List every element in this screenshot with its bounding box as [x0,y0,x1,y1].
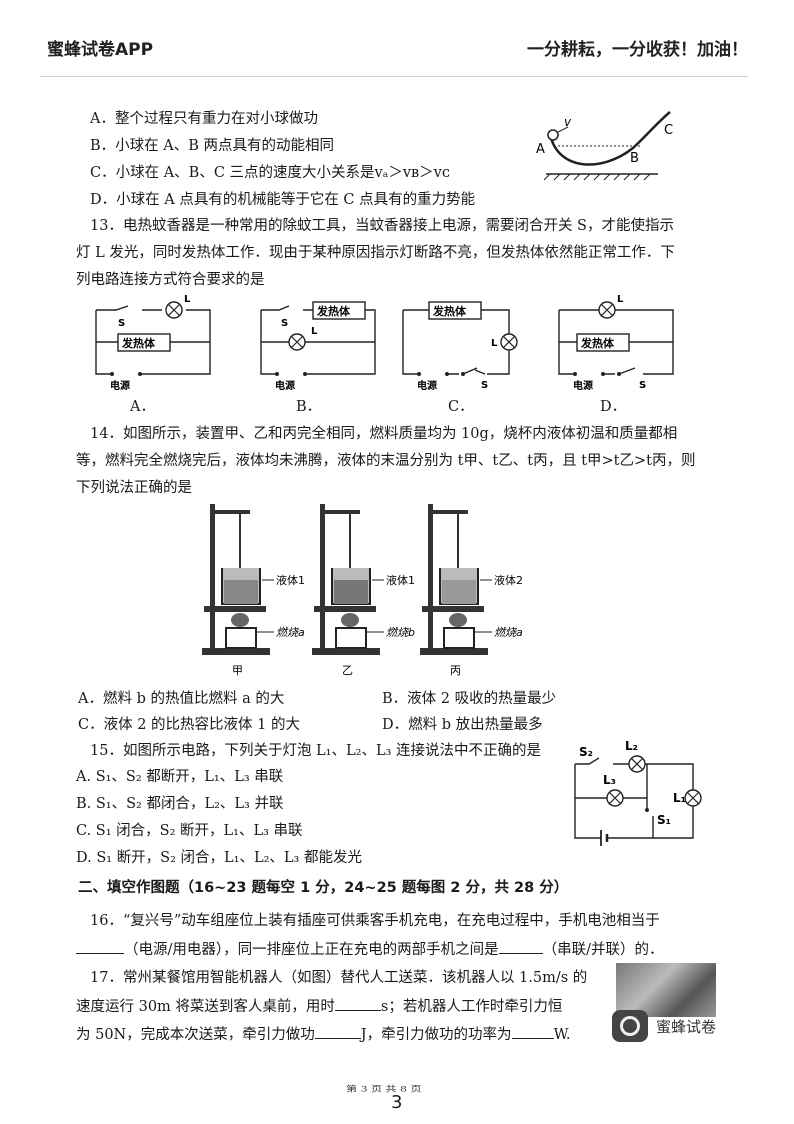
switch-label: S [281,318,288,329]
q12-option-b: B．小球在 A、B 两点具有的动能相同 [90,138,334,154]
lamp-label: L [311,326,318,337]
q17-line2-a: 速度运行 30m 将菜送到客人桌前，用时 [76,999,335,1015]
circuit-c: 发热体 L S 电源 [402,301,518,392]
header-divider [40,76,748,77]
lamp-label: L [617,294,624,305]
page-number: 3 [391,1092,403,1113]
fuel-label: 燃烧a [494,626,523,639]
q14-option-d: D．燃料 b 放出热量最多 [382,717,543,733]
heater-box [312,301,366,320]
label-l1: L₁ [673,791,686,805]
source-label: 电源 [573,379,593,392]
apparatus-yi: 液体1 燃烧b 乙 [312,504,415,677]
lamp-label: L [491,338,498,349]
q15-option-b: B. S₁、S₂ 都闭合，L₂、L₃ 并联 [76,796,284,812]
robot-photo [616,963,716,1017]
q13-option-a: A． [130,399,155,415]
watermark-logo-icon [612,1010,648,1042]
q13-option-c: C． [448,399,474,415]
q15-option-c: C. S₁ 闭合，S₂ 断开，L₁、L₃ 串联 [76,823,303,839]
q17-line1: 17．常州某餐馆用智能机器人（如图）替代人工送菜．该机器人以 1.5m/s 的 [90,970,588,986]
q15-option-d: D. S₁ 断开，S₂ 闭合，L₁、L₂、L₃ 都能发光 [76,850,362,866]
source-label: 电源 [275,379,295,392]
q14-stem-line3: 下列说法正确的是 [76,480,192,496]
q17-line3-a: 为 50N，完成本次送菜，牵引力做功 [76,1027,315,1043]
q17-blank-work[interactable] [314,1024,361,1039]
watermark: 蜜蜂试卷 [612,1008,752,1044]
liquid-label: 液体1 [386,573,415,587]
q14-stem-line2: 等，燃料完全燃烧完后，液体均未沸腾，液体的末温分别为 t甲、t乙、t丙，且 t甲… [76,453,696,469]
lamp-label: L [184,294,191,305]
q17-blank-power[interactable] [511,1024,554,1039]
label-v: v [564,115,572,129]
source-label: 电源 [417,379,437,392]
label-l3: L₃ [603,773,616,787]
heater-box [117,333,171,352]
label-a: A [536,142,545,157]
q12-track-figure: v A B C [536,111,673,181]
q14-option-b: B．液体 2 吸收的热量最少 [382,691,557,707]
q13-stem-line3: 列电路连接方式符合要求的是 [76,272,265,288]
liquid-label: 液体2 [494,573,523,587]
q13-stem-line1: 13．电热蚊香器是一种常用的除蚊工具，当蚊香器接上电源，需要闭合开关 S，才能使… [90,218,674,234]
apparatus-name: 甲 [232,664,243,677]
fuel-label: 燃烧b [386,626,415,639]
source-label: 电源 [110,379,130,392]
switch-label: S [639,380,646,391]
heater-box [576,333,630,352]
switch-label: S [118,318,125,329]
circuit-d: 发热体 L S 电源 [558,294,674,392]
circuit-a: 发热体 L S 电源 [95,294,211,392]
label-s1: S₁ [657,813,671,827]
heater-label: 发热体 [121,336,156,350]
q15-stem: 15．如图所示电路，下列关于灯泡 L₁、L₂、L₃ 连接说法中不正确的是 [90,743,541,759]
heater-label: 发热体 [316,304,351,318]
apparatus-name: 乙 [342,664,353,677]
liquid-label: 液体1 [276,573,305,587]
heater-box [428,301,482,320]
q17-blank-time[interactable] [334,996,381,1011]
circuit-b: 发热体 L S 电源 [260,301,376,392]
q16-blank-2[interactable] [498,939,543,954]
ball-icon [547,129,559,141]
q15-circuit-figure: S₂ L₂ L₃ L₁ S₁ [574,740,702,846]
apparatus-jia: 液体1 燃烧a 甲 [202,504,305,677]
fuel-label: 燃烧a [276,626,305,639]
apparatus-name: 丙 [450,664,461,677]
q16-blank-1[interactable] [76,939,124,954]
apparatus-bing: 液体2 燃烧a 丙 [420,504,523,677]
q17-line2-b: s；若机器人工作时牵引力恒 [380,999,563,1015]
q16-line2-a: （电源/用电器），同一排座位上正在充电的两部手机之间是 [124,942,499,958]
q12-option-c: C．小球在 A、B、C 三点的速度大小关系是vₐ＞vʙ＞vᴄ [90,165,450,181]
q13-option-b: B． [296,399,322,415]
watermark-text: 蜜蜂试卷 [656,1018,717,1036]
label-l2: L₂ [625,740,638,753]
section2-title: 二、填空作图题（16~23 题每空 1 分，24~25 题每图 2 分，共 28… [78,880,569,896]
q17-line3-c: W. [553,1027,571,1043]
q17-line3-b: J，牵引力做功的功率为 [360,1027,512,1043]
q15-option-a: A. S₁、S₂ 都断开，L₁、L₃ 串联 [76,769,284,785]
label-c: C [664,123,673,138]
heater-label: 发热体 [432,304,467,318]
header-slogan: 一分耕耘，一分收获！加油！ [527,40,748,60]
q14-option-c: C．液体 2 的比热容比液体 1 的大 [78,717,300,733]
label-b: B [630,151,639,166]
label-s2: S₂ [579,745,593,759]
q14-apparatus-figure: 液体1 燃烧a 甲 液体1 燃烧b 乙 液体2 燃烧a 丙 [202,504,523,677]
switch-label: S [481,380,488,391]
q12-option-a: A．整个过程只有重力在对小球做功 [90,111,318,127]
app-name: 蜜蜂试卷APP [47,40,154,60]
q14-option-a: A．燃料 b 的热值比燃料 a 的大 [78,691,285,707]
q13-option-d: D． [600,399,627,415]
q13-stem-line2: 灯 L 发光，同时发热体工作．现由于某种原因指示灯断路不亮，但发热体依然能正常工… [76,245,675,261]
q14-stem-line1: 14．如图所示，装置甲、乙和丙完全相同，燃料质量均为 10g，烧杯内液体初温和质… [90,426,678,442]
q16-line2-b: （串联/并联）的． [542,942,664,958]
heater-label: 发热体 [580,336,615,350]
page-label: 第 3 页 共 8 页 [346,1084,422,1094]
q12-option-d: D．小球在 A 点具有的机械能等于它在 C 点具有的重力势能 [90,192,476,208]
q16-line1: 16．“复兴号”动车组座位上装有插座可供乘客手机充电，在充电过程中，手机电池相当… [90,913,660,929]
